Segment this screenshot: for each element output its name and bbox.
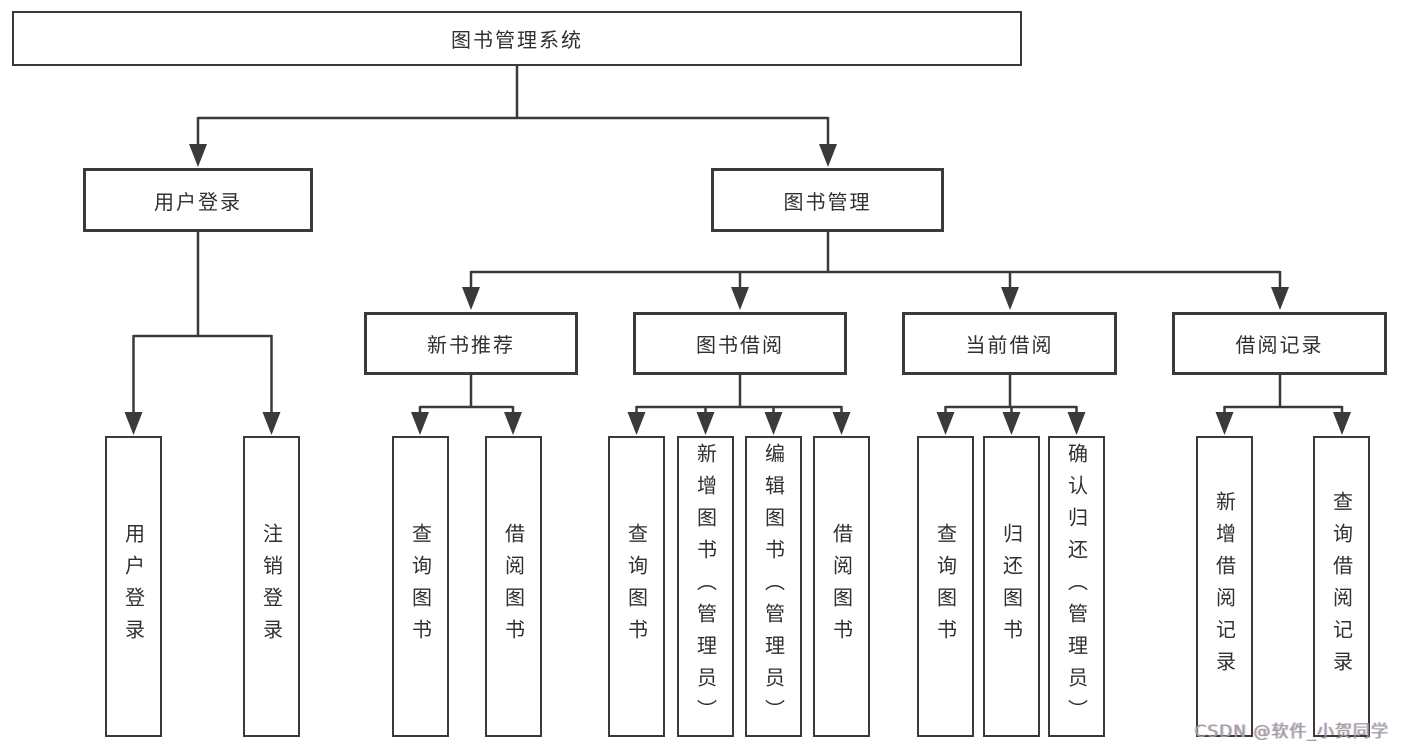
arrowhead: [411, 412, 429, 435]
arrowhead: [1067, 412, 1086, 435]
arrowhead: [832, 412, 851, 435]
leaf-logout: 注销登录: [243, 436, 300, 737]
leaf-borrow-books-label: 借阅图书: [829, 522, 854, 651]
leaf-query-books-current: 查询图书: [917, 436, 974, 737]
arrowhead: [504, 412, 522, 435]
arrowhead: [1001, 287, 1019, 310]
leaf-query-borrow-record-label: 查询借阅记录: [1329, 490, 1354, 683]
leaf-query-books-recommend: 查询图书: [392, 436, 449, 737]
arrowhead: [627, 412, 646, 435]
node-user-login: 用户登录: [83, 168, 313, 232]
arrowhead: [124, 412, 143, 435]
leaf-add-books-admin: 新增图书（管理员）: [677, 436, 734, 737]
node-current-borrowing: 当前借阅: [902, 312, 1117, 375]
node-root: 图书管理系统: [12, 11, 1022, 66]
borrowing-connectors: [627, 375, 851, 435]
leaf-query-books-recommend-label: 查询图书: [408, 522, 433, 651]
node-new-book-recommend: 新书推荐: [364, 312, 578, 375]
root-connectors: [189, 66, 837, 167]
leaf-confirm-return-admin: 确认归还（管理员）: [1048, 436, 1105, 737]
login-connectors: [124, 232, 281, 435]
leaf-add-borrow-record: 新增借阅记录: [1196, 436, 1253, 737]
arrowhead: [189, 144, 207, 167]
leaf-query-books-borrowing-label: 查询图书: [624, 522, 649, 651]
node-borrowing-records-label: 借阅记录: [1235, 333, 1324, 357]
management-connectors: [462, 232, 1289, 310]
leaf-return-books-label: 归还图书: [999, 522, 1024, 651]
leaf-edit-books-admin: 编辑图书（管理员）: [745, 436, 802, 737]
node-book-management-label: 图书管理: [783, 189, 872, 214]
arrowhead: [696, 412, 715, 435]
leaf-edit-books-admin-label: 编辑图书（管理员）: [761, 442, 786, 731]
leaf-add-books-admin-label: 新增图书（管理员）: [693, 442, 718, 731]
csdn-watermark: CSDN @软件_小贺同学: [1194, 722, 1389, 742]
current-connectors: [936, 375, 1086, 435]
leaf-query-books-current-label: 查询图书: [933, 522, 958, 651]
arrowhead: [262, 412, 281, 435]
leaf-query-books-borrowing: 查询图书: [608, 436, 665, 737]
leaf-query-borrow-record: 查询借阅记录: [1313, 436, 1370, 737]
arrowhead: [936, 412, 955, 435]
node-current-borrowing-label: 当前借阅: [965, 333, 1054, 357]
arrowhead: [731, 287, 749, 310]
records-connectors: [1215, 375, 1351, 435]
leaf-add-borrow-record-label: 新增借阅记录: [1212, 490, 1237, 683]
arrowhead: [819, 144, 837, 167]
leaf-borrow-books-recommend: 借阅图书: [485, 436, 542, 737]
leaf-borrow-books-recommend-label: 借阅图书: [501, 522, 526, 651]
leaf-confirm-return-admin-label: 确认归还（管理员）: [1064, 442, 1089, 731]
leaf-user-login-label: 用户登录: [121, 522, 146, 651]
arrowhead: [764, 412, 783, 435]
node-user-login-label: 用户登录: [154, 189, 242, 214]
leaf-user-login: 用户登录: [105, 436, 162, 737]
arrowhead: [1333, 412, 1351, 435]
node-new-book-recommend-label: 新书推荐: [427, 333, 515, 357]
node-root-label: 图书管理系统: [451, 28, 583, 52]
node-book-borrowing: 图书借阅: [633, 312, 847, 375]
arrowhead: [462, 287, 480, 310]
node-book-borrowing-label: 图书借阅: [696, 333, 784, 357]
node-borrowing-records: 借阅记录: [1172, 312, 1387, 375]
node-book-management: 图书管理: [711, 168, 944, 232]
recommend-connectors: [411, 375, 522, 435]
leaf-borrow-books: 借阅图书: [813, 436, 870, 737]
arrowhead: [1215, 412, 1234, 435]
leaf-logout-label: 注销登录: [259, 522, 284, 651]
leaf-return-books: 归还图书: [983, 436, 1040, 737]
arrowhead: [1002, 412, 1021, 435]
arrowhead: [1271, 287, 1289, 310]
